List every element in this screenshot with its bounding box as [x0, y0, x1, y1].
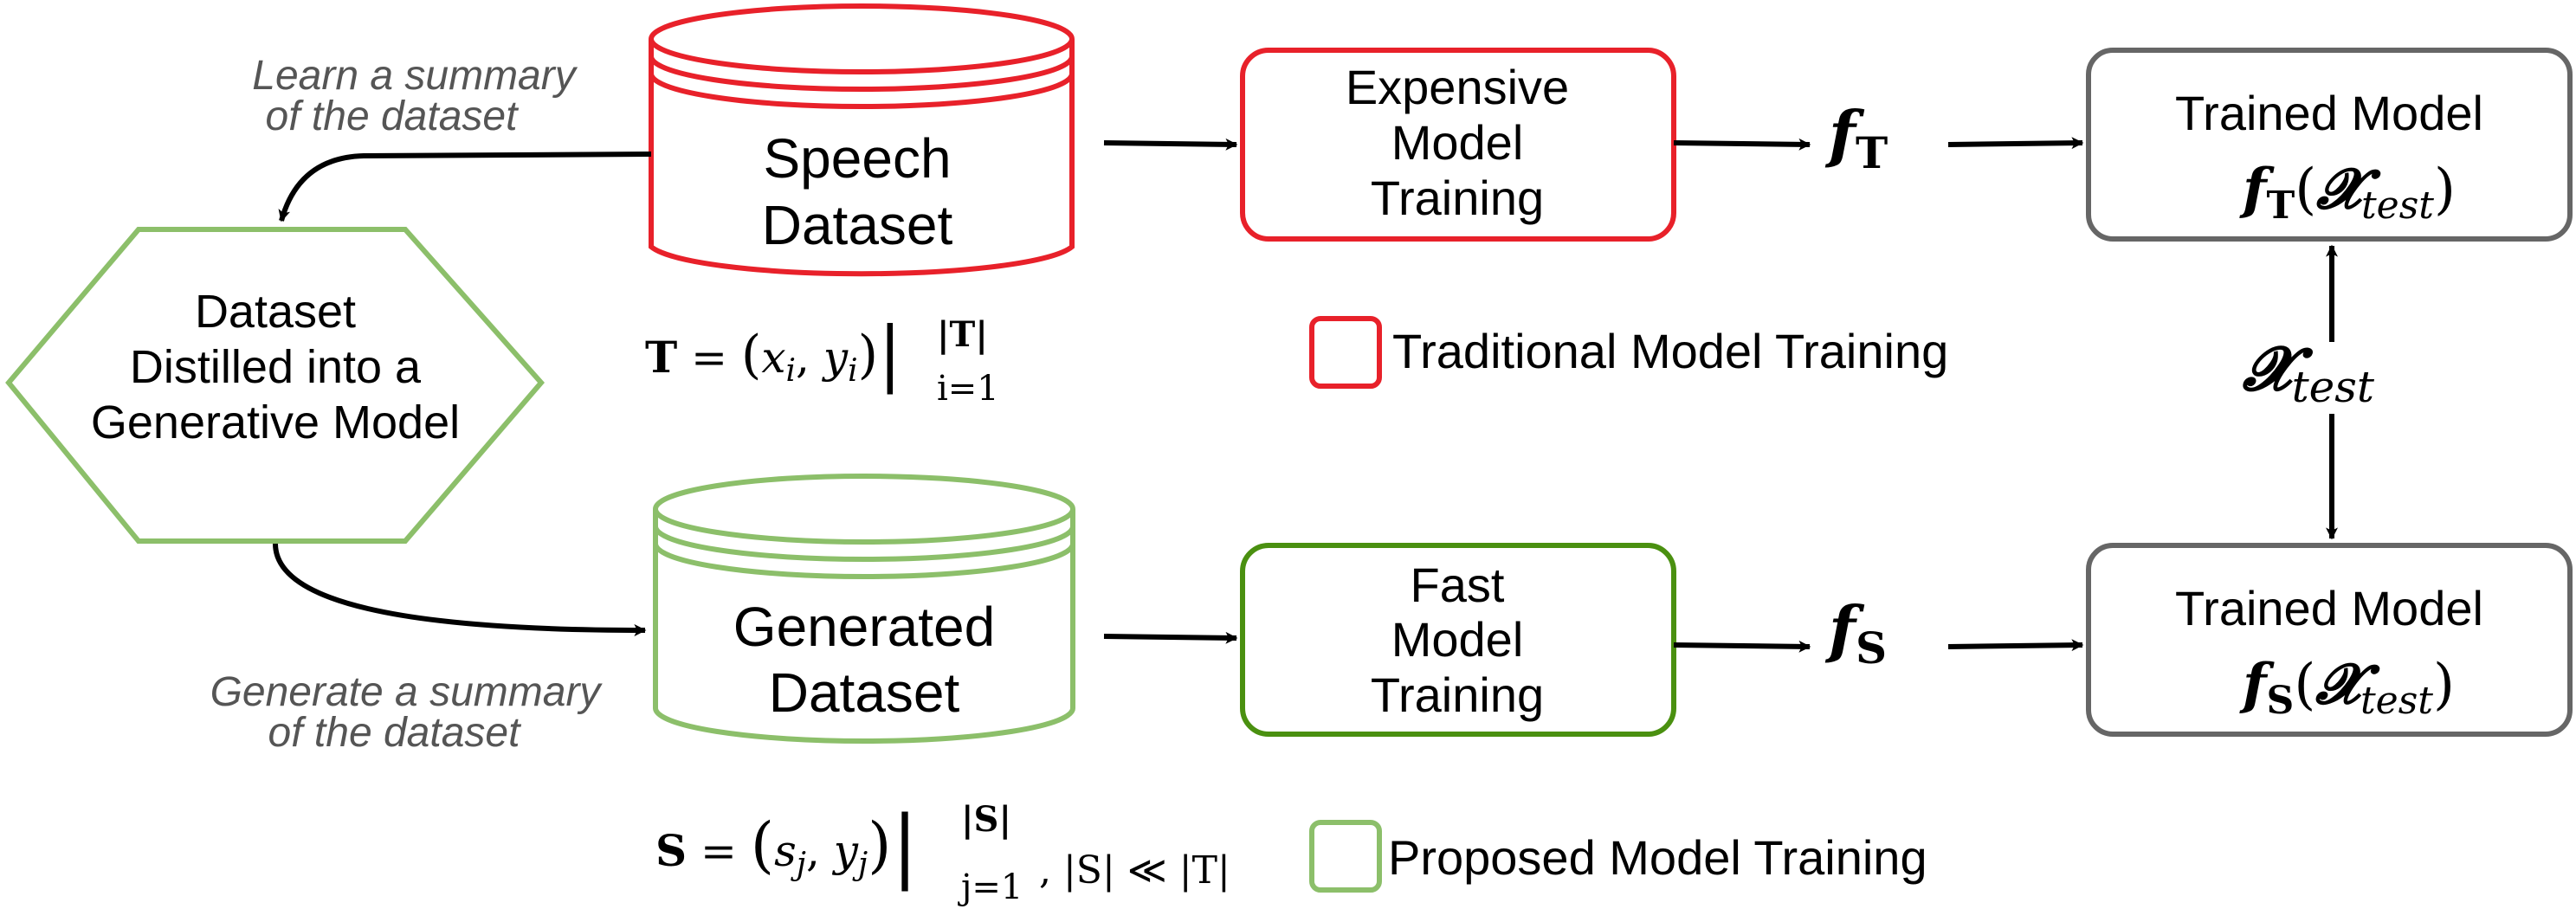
f-t-label: fT	[1824, 97, 1888, 178]
generated-dataset-label-line1: Generated	[733, 596, 995, 658]
arrow-speech-to-hexagon	[278, 152, 652, 222]
expensive-training-label-line1: Expensive	[1346, 60, 1569, 114]
expensive-training-label-line2: Model	[1391, 115, 1524, 170]
learn-caption-line2: of the dataset	[266, 93, 520, 139]
t-definition-sub: i=1	[937, 369, 999, 409]
trained-model-bottom-title: Trained Model	[2175, 581, 2483, 635]
f-s-label: fS	[1824, 592, 1887, 674]
learn-caption-line1: Learn a summary	[252, 53, 578, 99]
s-definition-tail: , |S| ≪ |T|	[1039, 848, 1230, 893]
distilled-model-label-line2: Distilled into a	[130, 341, 422, 393]
speech-dataset-label-line2: Dataset	[762, 194, 953, 256]
trained-model-bottom-box	[2086, 543, 2573, 737]
distilled-model-hexagon	[5, 227, 545, 544]
x-test-label: 𝓧test	[2242, 332, 2375, 412]
generated-dataset-label-line2: Dataset	[769, 661, 960, 724]
s-definition-sub: j=1	[958, 867, 1023, 907]
trained-model-top-formula: fT(𝓧test)	[2239, 157, 2456, 228]
distilled-model-label-line1: Dataset	[195, 286, 356, 338]
fast-training-label-line2: Model	[1391, 612, 1524, 667]
svg-text:T = (xi, yi)|: T = (xi, yi)|	[645, 313, 902, 395]
fast-training-label-line3: Training	[1371, 667, 1544, 722]
trained-model-bottom-formula: fS(𝓧test)	[2239, 652, 2455, 723]
legend-traditional-label: Traditional Model Training	[1392, 324, 1948, 378]
svg-text:S = (sj, yj)|: S = (sj, yj)|	[655, 799, 918, 892]
arrow-fs-to-trained-bottom	[1947, 639, 2084, 652]
s-definition-formula: S = (sj, yj)| |S| j=1 , |S| ≪ |T|	[655, 799, 1230, 907]
generate-caption-line2: of the dataset	[268, 710, 522, 756]
trained-model-top-title: Trained Model	[2175, 86, 2483, 140]
arrow-speech-to-expensive	[1103, 138, 1238, 151]
t-definition-sup: |T|	[937, 314, 988, 355]
generated-dataset-cylinder	[653, 474, 1075, 744]
generate-caption-line1: Generate a summary	[210, 669, 604, 715]
fast-training-label-line1: Fast	[1411, 558, 1505, 612]
legend-proposed-label: Proposed Model Training	[1388, 830, 1927, 885]
arrow-ft-to-trained-top	[1947, 137, 2084, 150]
s-definition-sup: |S|	[961, 799, 1011, 840]
t-definition-formula: T = (xi, yi)| |T| i=1	[645, 313, 999, 409]
arrow-hexagon-to-generated	[273, 543, 647, 636]
expensive-training-label-line3: Training	[1371, 171, 1544, 225]
arrow-expensive-to-ft	[1673, 138, 1811, 151]
arrow-fast-to-fs	[1673, 640, 1811, 653]
trained-model-top-box	[2086, 48, 2573, 242]
legend-traditional-swatch	[1309, 316, 1382, 389]
speech-dataset-label-line1: Speech	[763, 127, 951, 190]
legend-proposed-swatch	[1309, 820, 1382, 893]
fast-training-box	[1240, 543, 1676, 737]
arrow-generated-to-fast	[1103, 631, 1238, 644]
distilled-model-label-line3: Generative Model	[91, 397, 460, 448]
speech-dataset-cylinder	[649, 3, 1075, 277]
